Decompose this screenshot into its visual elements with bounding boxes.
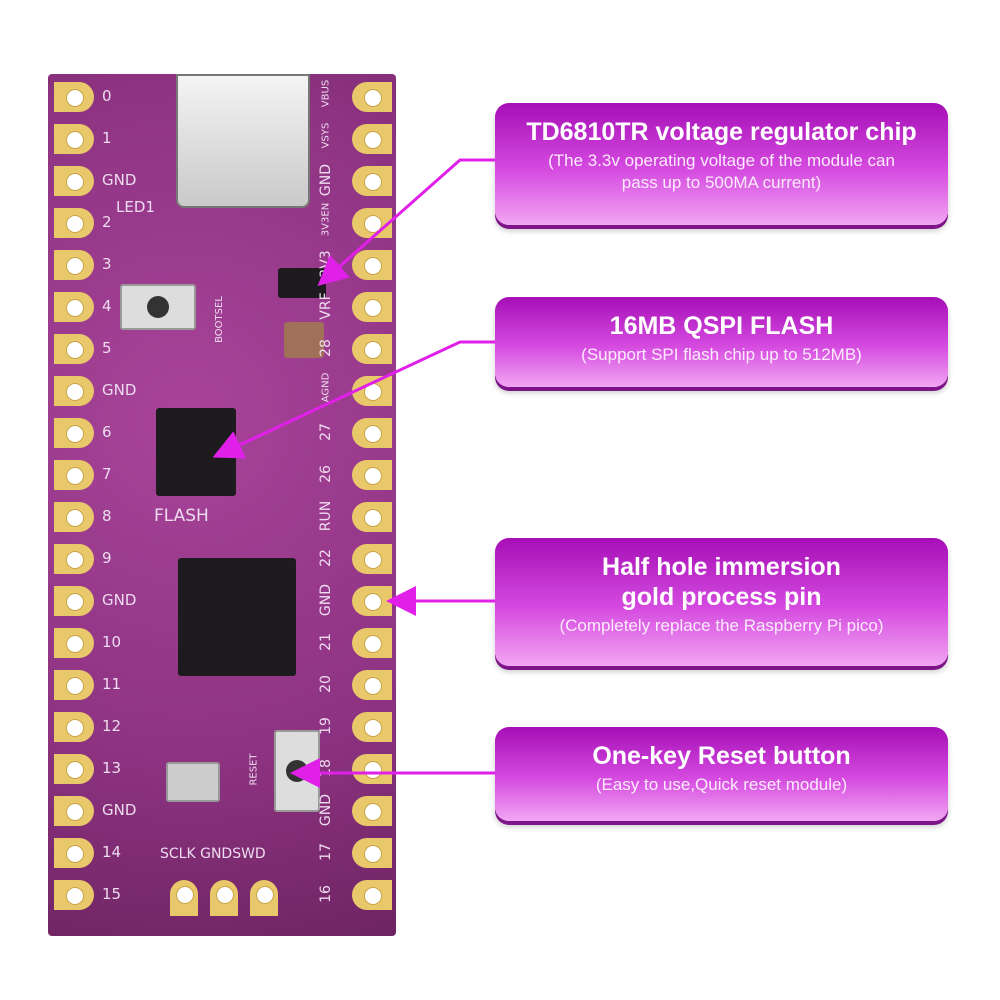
callout-subtitle: (Completely replace the Raspberry Pi pic… [559,616,884,635]
left-pin-pad [54,796,94,826]
callout-reset: One-key Reset button (Easy to use,Quick … [495,727,948,821]
rp2040-chip [178,558,296,676]
left-pin-label: 5 [102,339,112,357]
callout-regulator: TD6810TR voltage regulator chip (The 3.3… [495,103,948,225]
right-pin-pad [352,208,392,238]
left-pin-label: GND [102,591,137,609]
right-pin-pad [352,334,392,364]
left-pin-label: GND [102,381,137,399]
left-pin-pad [54,376,94,406]
left-pin-pad [54,880,94,910]
left-pin-pad [54,460,94,490]
left-pin-label: 14 [102,843,122,861]
left-pin-label: 3 [102,255,112,273]
debug-pad-sclk [170,880,198,916]
left-pin-label: 8 [102,507,112,525]
right-pin-pad [352,250,392,280]
debug-pin-label: SCLK GNDSWD [160,846,266,862]
callout-subtitle: (The 3.3v operating voltage of the modul… [548,151,895,192]
right-pin-pad [352,460,392,490]
callout-title: One-key Reset button [592,742,851,770]
left-pin-label: 15 [102,885,122,903]
left-pin-label: 7 [102,465,112,483]
left-pin-pad [54,124,94,154]
led-label: LED1 [116,198,155,216]
left-pin-label: 0 [102,87,112,105]
callout-title: 16MB QSPI FLASH [609,312,834,340]
callout-title: TD6810TR voltage regulator chip [526,118,917,146]
left-pin-pad [54,544,94,574]
right-pin-pad [352,292,392,322]
bootsel-button[interactable] [120,284,196,330]
arrow-flash [212,340,495,459]
crystal-oscillator [166,762,220,802]
right-pin-pad [352,376,392,406]
left-pin-label: GND [102,171,137,189]
callout-flash: 16MB QSPI FLASH (Support SPI flash chip … [495,297,948,387]
left-pin-label: 6 [102,423,112,441]
left-pin-pad [54,166,94,196]
debug-pad-gnd [210,880,238,916]
left-pin-label: 11 [102,675,122,693]
right-pin-pad [352,712,392,742]
left-pin-label: GND [102,801,137,819]
left-pin-pad [54,838,94,868]
left-pin-pad [54,250,94,280]
right-pin-pad [352,586,392,616]
left-pin-pad [54,670,94,700]
usb-c-connector [176,74,310,208]
callout-subtitle: (Easy to use,Quick reset module) [595,775,848,794]
left-pin-label: 10 [102,633,122,651]
left-pin-pad [54,208,94,238]
right-pin-pad [352,796,392,826]
left-pin-pad [54,586,94,616]
left-pin-pad [54,292,94,322]
right-pin-pad [352,418,392,448]
left-pin-pad [54,628,94,658]
left-pin-label: 9 [102,549,112,567]
left-pin-pad [54,712,94,742]
right-pin-pad [352,502,392,532]
left-pin-label: 13 [102,759,122,777]
regulator-capacitor [284,322,324,358]
left-pin-pad [54,418,94,448]
left-pin-label: 4 [102,297,112,315]
right-pin-pad [352,838,392,868]
right-pin-pad [352,82,392,112]
callout-title: Half hole immersion gold process pin [602,553,841,611]
right-pin-pad [352,628,392,658]
left-pin-label: 2 [102,213,112,231]
left-pin-pad [54,82,94,112]
left-pin-label: 12 [102,717,122,735]
left-pin-pad [54,502,94,532]
callout-pins: Half hole immersion gold process pin (Co… [495,538,948,666]
left-pin-pad [54,754,94,784]
callout-subtitle: (Support SPI flash chip up to 512MB) [581,345,862,364]
right-pin-pad [352,166,392,196]
debug-pad-swd [250,880,278,916]
arrow-regulator [317,158,495,286]
right-pin-pad [352,670,392,700]
right-pin-pad [352,124,392,154]
left-pin-label: 1 [102,129,112,147]
right-pin-pad [352,544,392,574]
right-pin-pad [352,880,392,910]
flash-label: FLASH [154,506,209,526]
left-pin-pad [54,334,94,364]
